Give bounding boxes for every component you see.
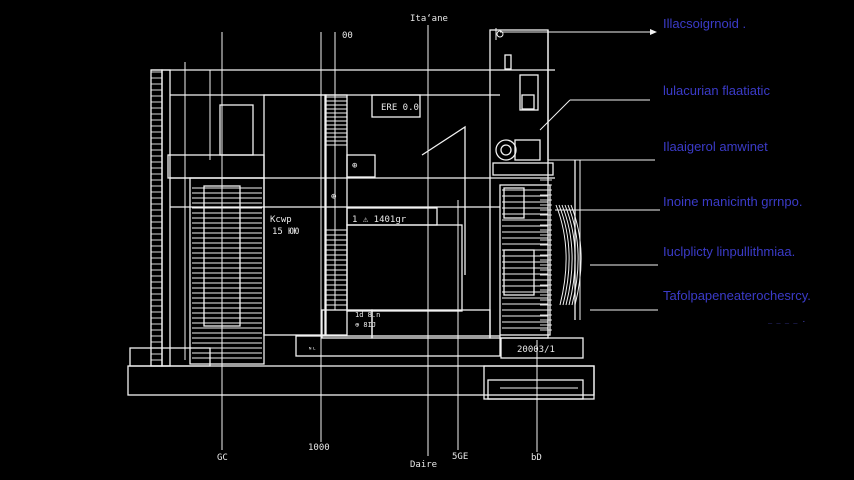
curved-wall-lines (555, 204, 582, 306)
top-label-center: Ita‘ane (410, 14, 448, 24)
base-right-label: 20003/1 (517, 345, 555, 355)
axis-label-2: 1000 (308, 443, 330, 453)
stair-hatch-center-bottom (325, 229, 347, 306)
callout-tail: _ _ _ _ . (768, 316, 806, 324)
room-label-b-line2: 15 ЮЮ (272, 227, 300, 237)
callout-3: Ilaaigerol amwinet (663, 139, 768, 154)
axis-label-3: Daire (410, 460, 437, 470)
axis-label-1: GC (217, 453, 228, 463)
curved-wall-line (570, 204, 582, 306)
curved-wall-line (555, 204, 567, 306)
callout-5: Iuclplicty linpullithmiaa. (663, 244, 795, 259)
axis-label-5: bD (531, 453, 542, 463)
leader-lines (500, 29, 660, 311)
stair-hatch-center-top (325, 96, 347, 146)
callout-1: Illacsoigrnoid . (663, 16, 746, 31)
room-label-a: ERE 0.0 (381, 103, 419, 113)
hatch-patterns (192, 96, 552, 359)
room-label-c: 1 ⚠ 1401gr (352, 215, 407, 225)
left-ladder-column (150, 69, 171, 367)
callout-6: Tafolpapeneaterochesrcy. (663, 288, 811, 303)
curved-wall-line (558, 204, 570, 306)
callout-2: lulacurian flaatiatic (663, 83, 770, 98)
axis-lines (221, 25, 538, 456)
stair-hatch-right (502, 189, 548, 329)
stair-hatch-left (192, 187, 262, 359)
small-symbol-b: ⊕ (331, 192, 336, 202)
lower-tag-2: ⊕ 8IJ (355, 321, 376, 329)
axis-label-4: 5GE (452, 452, 468, 462)
callout-4: Inoine manicinth grrnpo. (663, 194, 802, 209)
curved-wall-line (561, 204, 573, 306)
lower-tag-1: 1d 8.n (355, 311, 380, 319)
top-label-left: 00 (342, 31, 353, 41)
small-symbol-a: ⊕ (352, 161, 357, 171)
room-label-b-line1: Kcwp (270, 215, 292, 225)
curved-wall-line (567, 204, 579, 306)
base-left-label: ᴺᴸ (308, 346, 316, 354)
left-column-hatch (151, 71, 162, 361)
curved-wall-line (564, 204, 576, 306)
right-tower (489, 29, 581, 339)
